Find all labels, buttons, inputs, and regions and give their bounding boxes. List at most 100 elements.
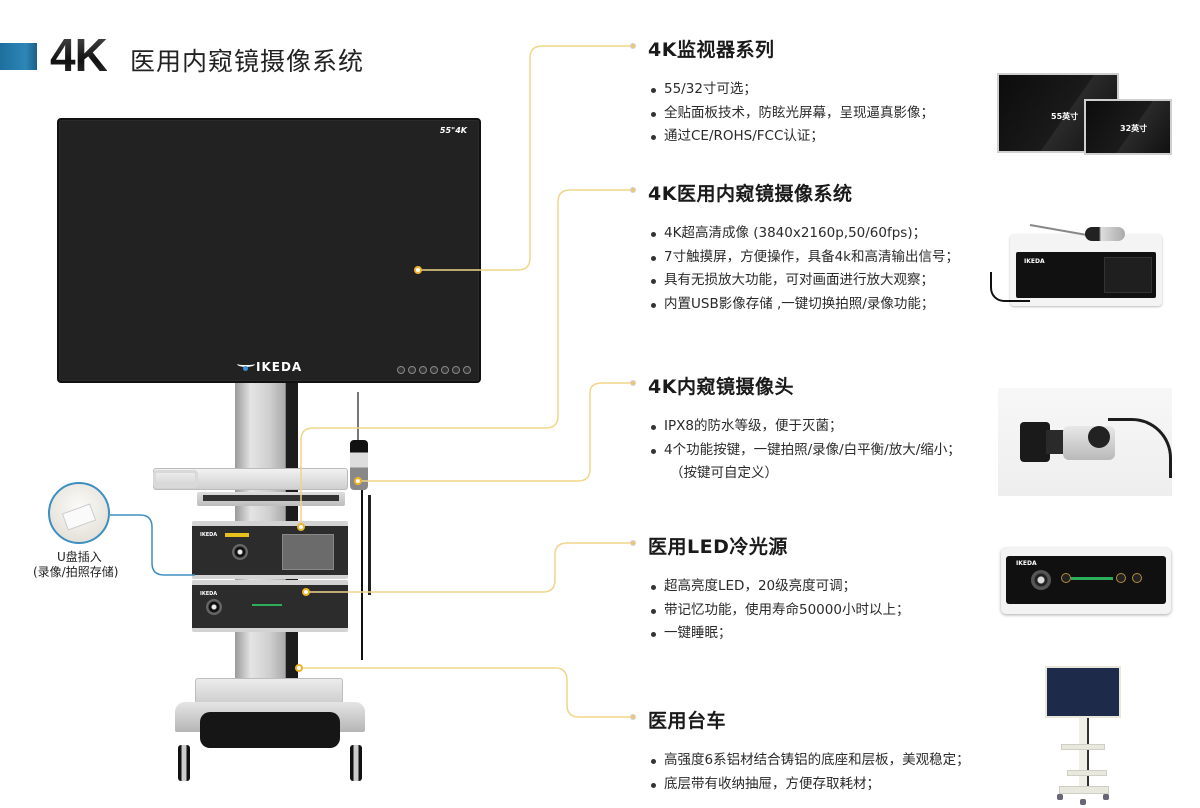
cart-wheel [1103,794,1109,800]
monitor-32-image: 32英寸 [1084,99,1172,155]
light-port-icon [1031,570,1051,590]
caster-wheel [350,745,362,781]
brand-mark-icon [237,361,255,371]
feature-item: 具有无损放大功能，可对画面进行放大观察； [648,269,959,293]
camera-cable [361,490,363,660]
light-cable [368,495,371,595]
usb-callout-image [48,482,110,544]
unit-model-tag [225,533,249,537]
function-buttons-icon [1088,426,1110,448]
camera-cable-icon [1108,418,1172,478]
section-title: 4K医用内窥镜摄像系统 [648,183,853,205]
feature-item: 4K超高清成像 (3840x2160p,50/60fps)； [648,222,959,246]
storage-drawer [200,712,340,748]
cart-base [1059,786,1109,794]
unit-logo: IKEDA [200,532,218,538]
monitor-button-icon [452,366,460,374]
monitor-button-icon [430,366,438,374]
feature-item: 带记忆功能，使用寿命50000小时以上； [648,599,909,623]
section-title: 4K监视器系列 [648,39,775,61]
page-title: 医用内窥镜摄像系统 [130,47,365,76]
feature-item: 一键睡眠； [648,622,909,646]
feature-list: IPX8的防水等级，便于灭菌； 4个功能按键，一键拍照/录像/白平衡/放大/缩小… [648,415,961,486]
section-title: 医用LED冷光源 [648,536,788,558]
cart-wheel [1057,794,1063,800]
feature-item: 55/32寸可选； [648,78,934,102]
cart-monitor [1045,666,1121,718]
brightness-bar [1071,577,1113,580]
coupler-icon [1020,422,1050,462]
plus-button-icon [1116,573,1126,583]
main-monitor: 55"4K IKEDA [57,118,481,383]
unit-logo: IKEDA [200,591,218,597]
feature-list: 高强度6系铝材结合铸铝的底座和层板，美观稳定； 底层带有收纳抽屉，方便存取耗材； [648,749,970,796]
section-title: 4K内窥镜摄像头 [648,376,794,398]
monitor-button-icon [408,366,416,374]
brand-name: IKEDA [256,360,303,374]
monitor-button-icon [397,366,405,374]
monitor-button-icon [441,366,449,374]
camera-unit-front: IKEDA [1016,252,1156,298]
control-pad [1104,257,1152,293]
brand-logo: IKEDA [237,360,302,374]
section-camera-system: 4K医用内窥镜摄像系统 4K超高清成像 (3840x2160p,50/60fps… [648,179,959,316]
light-source-thumbnail: IKEDA [1001,548,1171,614]
caster-wheel [178,745,190,781]
camera-unit-body: IKEDA [1010,234,1162,306]
section-camera-head: 4K内窥镜摄像头 IPX8的防水等级，便于灭菌； 4个功能按键，一键拍照/录像/… [648,372,961,486]
monitors-thumbnail: 55英寸 32英寸 [997,73,1174,155]
cart-shelf [1061,744,1105,750]
endoscope-rod [357,392,359,444]
section-medical-cart: 医用台车 高强度6系铝材结合铸铝的底座和层板，美观稳定； 底层带有收纳抽屉，方便… [648,706,970,796]
monitor-button-icon [463,366,471,374]
light-source-logo: IKEDA [1016,560,1037,567]
feature-item: 4个功能按键，一键拍照/录像/白平衡/放大/缩小； [648,439,961,463]
led-light-source-unit: IKEDA [192,580,348,632]
section-monitor-series: 4K监视器系列 55/32寸可选； 全贴面板技术，防眩光屏幕，呈现逼真影像； 通… [648,35,934,149]
touchscreen-panel [282,534,334,570]
monitor-55-label: 55英寸 [1051,112,1079,121]
camera-head-thumbnail [998,388,1172,496]
feature-item: 通过CE/ROHS/FCC认证； [648,125,934,149]
brightness-bar [252,604,282,606]
minus-button-icon [1061,573,1071,583]
title-accent-bar [0,43,37,70]
camera-unit-thumbnail: IKEDA [990,222,1170,310]
feature-note: （按键可自定义） [670,465,778,481]
camera-head [350,440,368,490]
cart-thumbnail [1033,666,1125,806]
feature-list: 4K超高清成像 (3840x2160p,50/60fps)； 7寸触摸屏，方便操… [648,222,959,316]
feature-item: 底层带有收纳抽屉，方便存取耗材； [648,773,970,797]
usb-callout-sublabel: (录像/拍照存储) [33,565,119,579]
monitor-buttons [397,366,471,374]
keyboard-shelf [197,492,345,506]
camera-unit-logo: IKEDA [1024,258,1045,265]
feature-list: 55/32寸可选； 全贴面板技术，防眩光屏幕，呈现逼真影像； 通过CE/ROHS… [648,78,934,149]
section-led-light-source: 医用LED冷光源 超高亮度LED，20级亮度可调； 带记忆功能，使用寿命5000… [648,532,909,646]
camera-control-unit: IKEDA [192,521,348,579]
light-port-icon [206,599,222,615]
light-source-front: IKEDA [1006,556,1166,604]
monitor-32-label: 32英寸 [1120,124,1148,133]
camera-head-icon [1085,227,1125,241]
cart-pole [1079,718,1089,790]
title-4k-mark: 4K [50,29,108,81]
camera-port-icon [232,544,248,560]
monitor-button-icon [419,366,427,374]
coupler-neck [1046,430,1066,454]
feature-item: 高强度6系铝材结合铸铝的底座和层板，美观稳定； [648,749,970,773]
tray-handle [153,470,198,488]
feature-item: IPX8的防水等级，便于灭菌； [648,415,961,439]
usb-callout-label: U盘插入 [57,550,102,564]
feature-item: 内置USB影像存储 ,一键切换拍照/录像功能； [648,293,959,317]
cart-wheel [1080,799,1086,805]
feature-item: 全贴面板技术，防眩光屏幕，呈现逼真影像； [648,102,934,126]
monitor-size-badge: 55"4K [439,126,467,135]
feature-list: 超高亮度LED，20级亮度可调； 带记忆功能，使用寿命50000小时以上； 一键… [648,575,909,646]
section-title: 医用台车 [648,710,727,732]
usb-drive-icon [61,503,97,531]
cart-shelf [1067,770,1107,776]
feature-item: 超高亮度LED，20级亮度可调； [648,575,909,599]
cable-icon [990,272,1030,302]
standby-button-icon [1132,573,1142,583]
